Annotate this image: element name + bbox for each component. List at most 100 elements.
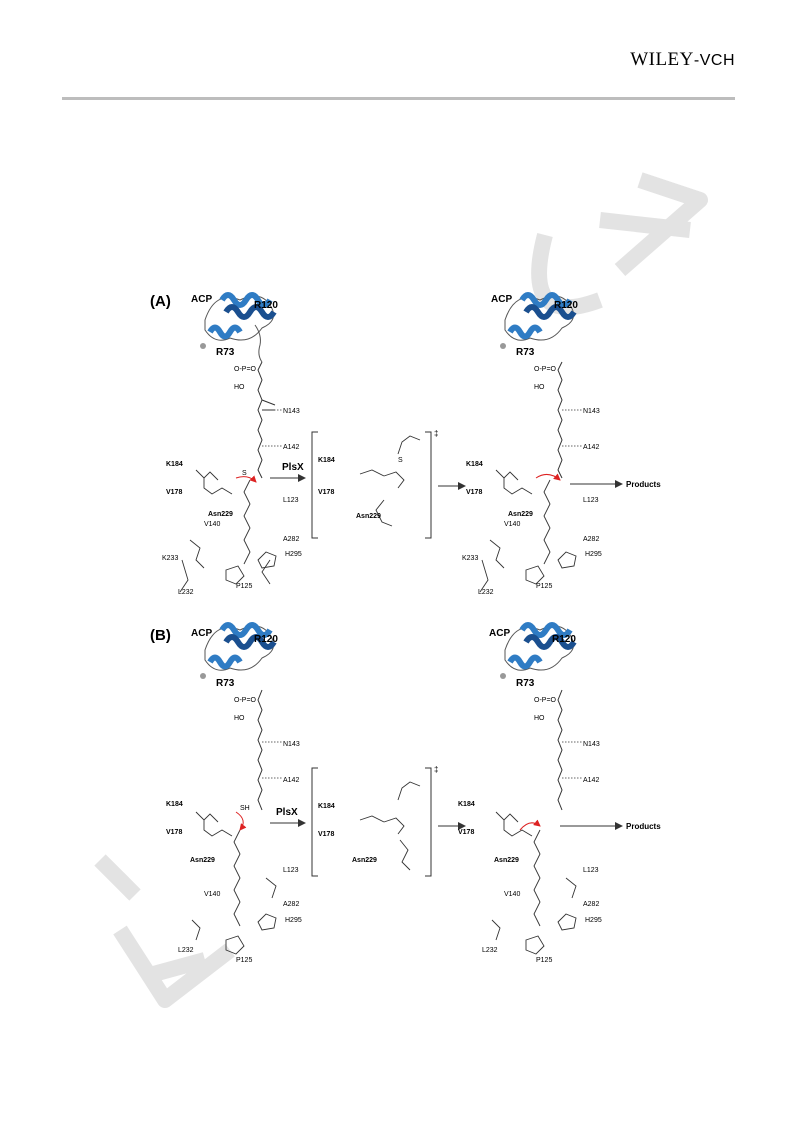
acp-structure-b-right (500, 622, 577, 679)
k233-a-left: K233 (162, 555, 178, 562)
a282-a-right: A282 (583, 536, 599, 543)
asn229-b-right: Asn229 (494, 857, 519, 864)
v140-a-left: V140 (204, 521, 220, 528)
l123-a-right: L123 (583, 497, 599, 504)
r73-label-b-right: R73 (516, 678, 535, 689)
r120-label-a-right: R120 (554, 300, 578, 311)
v178-b-right: V178 (458, 829, 474, 836)
a282-a-left: A282 (283, 536, 299, 543)
hydroxyl-a-left: HO (234, 384, 245, 391)
a282-b-left: A282 (283, 901, 299, 908)
acyl-tail-b-left (191, 811, 277, 955)
hbonds-b-left (262, 741, 282, 779)
r73-label-a-left: R73 (216, 347, 235, 358)
histidine-proline-a-left (225, 551, 277, 585)
phosphate-b-right: O-P=O (534, 697, 557, 704)
products-label-a: Products (626, 480, 661, 489)
transition-state-bracket-b (311, 767, 432, 877)
phosphate-b-left: O-P=O (234, 697, 257, 704)
panel-b-label: (B) (150, 627, 171, 644)
k184-a-ts: K184 (318, 457, 335, 464)
v140-b-right: V140 (504, 891, 520, 898)
a142-a-right: A142 (583, 444, 599, 451)
header-rule (62, 97, 735, 100)
thiol-a-left: S (242, 470, 247, 477)
k184-b-ts: K184 (318, 803, 335, 810)
acyl-tail-b-right (491, 811, 577, 955)
plsx-label-a: PlsX (282, 462, 304, 473)
acp-label-a-left: ACP (191, 294, 212, 305)
plsx-label-b: PlsX (276, 807, 298, 818)
publisher-suffix: -VCH (693, 52, 735, 69)
p125-b-right: P125 (536, 957, 552, 964)
v178-b-left: V178 (166, 829, 182, 836)
transition-mark-a: ‡ (434, 429, 438, 438)
a282-b-right: A282 (583, 901, 599, 908)
v140-a-right: V140 (504, 521, 520, 528)
acp-structure-b-left (200, 622, 277, 679)
asn229-a-right: Asn229 (508, 511, 533, 518)
n143-a-left: N143 (283, 408, 300, 415)
v178-b-ts: V178 (318, 831, 334, 838)
acp-structure-a-right (500, 292, 577, 349)
acyl-tail-a-right (479, 469, 577, 593)
n143-b-right: N143 (583, 741, 600, 748)
k184-b-right: K184 (458, 801, 475, 808)
p125-b-left: P125 (236, 957, 252, 964)
v178-a-ts: V178 (318, 489, 334, 496)
transition-mark-b: ‡ (434, 765, 438, 774)
publisher-logo: WILEY-VCH (630, 49, 735, 71)
phosphopantetheine-chain-a-right (557, 361, 563, 479)
h295-a-left: H295 (285, 551, 302, 558)
phosphopantetheine-chain-a-left (257, 361, 276, 479)
acp-label-a-right: ACP (491, 294, 512, 305)
a142-b-left: A142 (283, 777, 299, 784)
red-arrow-b-left (235, 811, 247, 831)
hydroxyl-b-right: HO (534, 715, 545, 722)
r73-label-a-right: R73 (516, 347, 535, 358)
r120-label-b-right: R120 (552, 634, 576, 645)
h295-b-left: H295 (285, 917, 302, 924)
k184-a-left: K184 (166, 461, 183, 468)
r120-label-b-left: R120 (254, 634, 278, 645)
l123-a-left: L123 (283, 497, 299, 504)
l123-b-right: L123 (583, 867, 599, 874)
r120-label-a-left: R120 (254, 300, 278, 311)
n143-a-right: N143 (583, 408, 600, 415)
l232-a-right: L232 (478, 589, 494, 596)
h295-a-right: H295 (585, 551, 602, 558)
acp-label-b-left: ACP (191, 628, 212, 639)
acp-structure-a-left (200, 292, 277, 363)
red-arrow-a-left (235, 475, 257, 483)
n143-b-left: N143 (283, 741, 300, 748)
r73-label-b-left: R73 (216, 678, 235, 689)
transition-state-molecule-b (359, 781, 421, 871)
asn229-a-ts: Asn229 (356, 513, 381, 520)
red-arrow-b-right (519, 819, 541, 831)
p125-a-left: P125 (236, 583, 252, 590)
a142-b-right: A142 (583, 777, 599, 784)
p125-a-right: P125 (536, 583, 552, 590)
acyl-tail-a-left (179, 469, 271, 593)
products-label-b: Products (626, 822, 661, 831)
thiol-b-left: SH (240, 805, 250, 812)
hbonds-b-right (562, 741, 582, 779)
transition-state-molecule-a (359, 435, 421, 527)
k184-a-right: K184 (466, 461, 483, 468)
v140-b-left: V140 (204, 891, 220, 898)
asn229-a-left: Asn229 (208, 511, 233, 518)
l232-b-right: L232 (482, 947, 498, 954)
v178-a-left: V178 (166, 489, 182, 496)
phosphopantetheine-chain-b-left (257, 689, 263, 811)
red-arrow-a-right (535, 473, 561, 481)
l232-a-left: L232 (178, 589, 194, 596)
hbonds-a-right (562, 409, 582, 447)
thiol-a-ts: S (398, 457, 403, 464)
hbonds-a-left (262, 409, 282, 447)
asn229-b-left: Asn229 (190, 857, 215, 864)
l123-b-left: L123 (283, 867, 299, 874)
k233-a-right: K233 (462, 555, 478, 562)
v178-a-right: V178 (466, 489, 482, 496)
phosphopantetheine-chain-b-right (557, 689, 563, 811)
